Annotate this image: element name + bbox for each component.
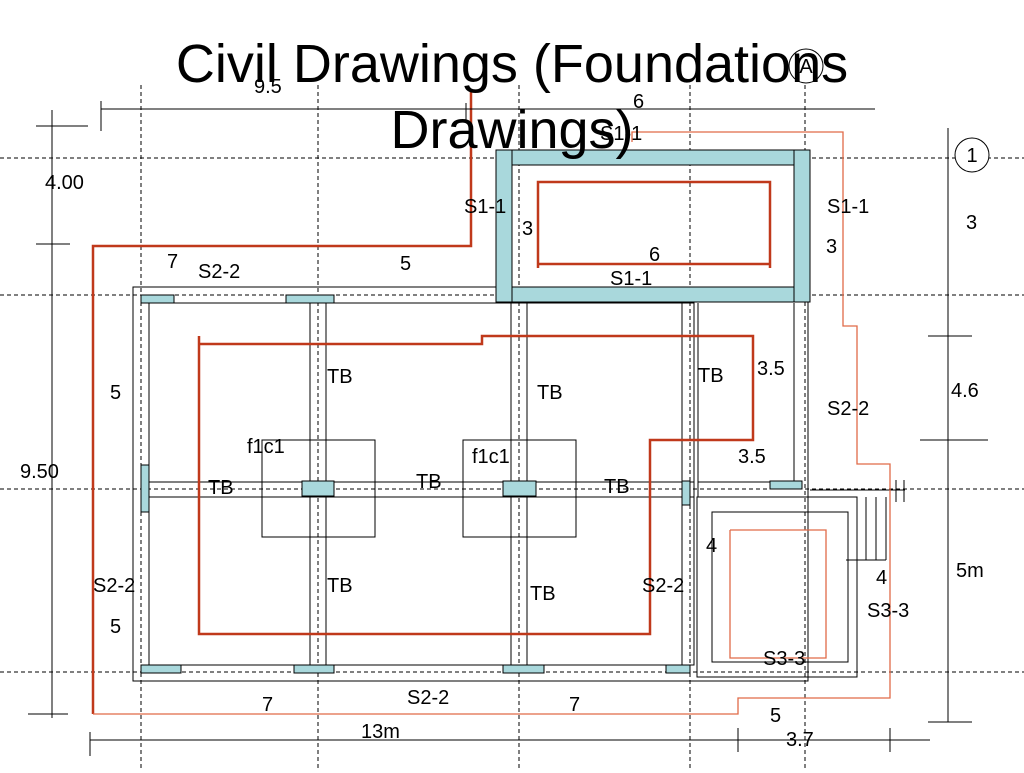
label-s2-2-right: S2-2 (827, 398, 869, 420)
title-line-2: Drawings) (390, 100, 633, 160)
pad-9 (293, 664, 335, 674)
label-s1-1-left: S1-1 (464, 196, 506, 218)
pad-11 (665, 664, 691, 674)
label-tb-1: TB (327, 366, 353, 388)
section-labels: S1-1 S1-1 S1-1 S1-1 S2-2 S2-2 S2-2 S2-2 … (93, 123, 909, 709)
pad-8 (140, 664, 182, 674)
dim-label-13m: 13m (361, 721, 400, 743)
pad-6 (681, 480, 691, 506)
dim-label-9-5: 9.5 (254, 76, 282, 98)
annex-inner (711, 511, 849, 663)
annex-outer (696, 496, 858, 678)
label-s1-1-right: S1-1 (827, 196, 869, 218)
red-outer-boundary (91, 90, 473, 714)
f1c1-footing-right (462, 439, 577, 538)
red-s11-box (536, 180, 772, 268)
label-tb-7: TB (327, 575, 353, 597)
pad-5 (502, 480, 537, 497)
pad-1 (140, 294, 175, 304)
dim-label-4-6: 4.6 (951, 380, 979, 402)
label-s2-2-mid: S2-2 (642, 575, 684, 597)
title-line-1: Civil Drawings (Foundations (176, 34, 848, 94)
dim-label-7-bottom-left: 7 (262, 694, 273, 716)
label-s2-2-top: S2-2 (198, 261, 240, 283)
label-f1c1-right: f1c1 (472, 446, 510, 468)
dim-label-5-upper: 5 (110, 382, 121, 404)
dim-label-3-5-lower: 3.5 (738, 446, 766, 468)
dim-label-3-7: 3.7 (786, 729, 814, 751)
dim-label-4-left: 4 (706, 535, 717, 557)
label-s2-2-bottom: S2-2 (407, 687, 449, 709)
dim-label-5m: 5m (956, 560, 984, 582)
pad-4 (301, 480, 335, 497)
dim-label-9-50: 9.50 (20, 461, 59, 483)
red-thin-boundary (93, 131, 891, 715)
label-tb-2: TB (537, 382, 563, 404)
dim-label-6-inner: 6 (649, 244, 660, 266)
label-tb-3: TB (698, 365, 724, 387)
label-s3-3-right: S3-3 (867, 600, 909, 622)
label-top-s1-1: S1-1 (600, 123, 642, 145)
column-pads (140, 294, 803, 674)
dim-label-5-bottom: 5 (770, 705, 781, 727)
label-s1-1-bottom: S1-1 (610, 268, 652, 290)
label-tb-8: TB (530, 583, 556, 605)
dim-label-5-lower: 5 (110, 616, 121, 638)
dim-label-4-00: 4.00 (45, 172, 84, 194)
footing-left (495, 149, 513, 303)
dim-label-3-inner-right: 3 (826, 236, 837, 258)
footing-right (793, 149, 811, 303)
pad-7 (769, 480, 803, 490)
f1c1-footing-left (261, 439, 376, 538)
dim-label-5-red: 5 (400, 253, 411, 275)
dim-label-3-inner-left: 3 (522, 218, 533, 240)
label-tb-5: TB (416, 471, 442, 493)
pad-2 (285, 294, 335, 304)
label-f1c1-left: f1c1 (247, 436, 285, 458)
grid-marker-a (788, 48, 824, 84)
tie-beam-labels: TB TB TB TB TB TB TB TB (208, 365, 724, 605)
dim-label-4-right: 4 (876, 567, 887, 589)
label-tb-4: TB (208, 477, 234, 499)
dimension-lines (28, 101, 988, 756)
red-annex-outline (729, 529, 827, 659)
grid-marker-1-label: 1 (966, 145, 977, 167)
red-lines (91, 90, 891, 715)
label-s3-3-inner: S3-3 (763, 648, 805, 670)
pad-3 (140, 464, 150, 513)
s1-1-footing (495, 149, 811, 303)
dimension-labels: 9.5 6 4.00 9.50 5 5 3 4.6 5m 3 3 6 7 5 3… (20, 76, 984, 751)
dim-label-7-bottom-right: 7 (569, 694, 580, 716)
label-tb-6: TB (604, 476, 630, 498)
footing-bottom (495, 286, 811, 303)
red-inner-outline (197, 334, 755, 636)
pad-10 (502, 664, 545, 674)
outer-wall (132, 286, 809, 682)
dim-label-3-5-upper: 3.5 (757, 358, 785, 380)
grid-marker-1 (954, 137, 990, 173)
dim-label-6-top: 6 (633, 91, 644, 113)
label-s2-2-left: S2-2 (93, 575, 135, 597)
dim-label-7-red: 7 (167, 251, 178, 273)
dim-label-3-right: 3 (966, 212, 977, 234)
grid-marker-a-label: A (799, 56, 813, 78)
